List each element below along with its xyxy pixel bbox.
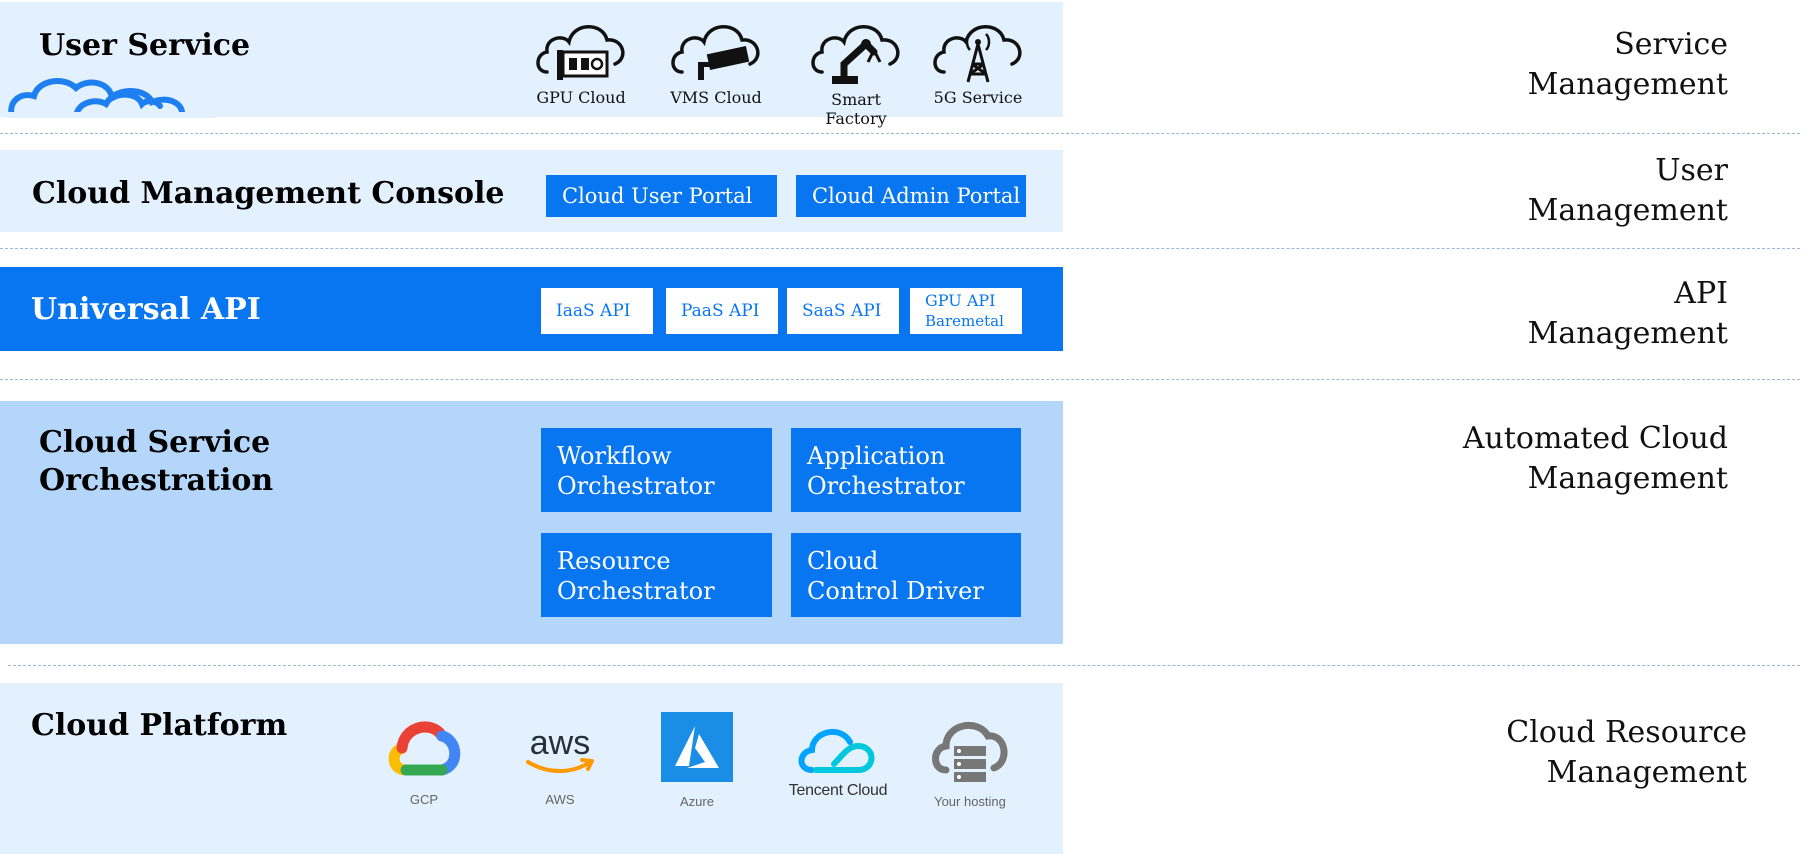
service-management-label: Service Management — [1527, 27, 1728, 102]
provider-your-hosting[interactable]: Your hosting — [922, 712, 1018, 809]
orchestration-title: Cloud Service Orchestration — [39, 425, 274, 498]
provider-label: Tencent Cloud — [788, 782, 888, 799]
automated-cloud-management-label: Automated Cloud Management — [1462, 421, 1728, 496]
tencent-cloud-logo — [798, 729, 875, 773]
service-label: 5G Service — [933, 88, 1023, 107]
layer-divider — [0, 379, 1800, 380]
cloud-resource-management-label: Cloud Resource Management — [1506, 715, 1747, 790]
provider-aws[interactable]: aws AWS — [516, 716, 604, 807]
azure-logo — [661, 712, 733, 782]
svg-text:aws: aws — [530, 724, 590, 762]
layer-divider — [8, 665, 1800, 666]
provider-label: GCP — [409, 792, 439, 807]
api-management-label: API Management — [1527, 276, 1728, 351]
cloud-user-portal-button[interactable]: Cloud User Portal — [546, 175, 777, 217]
service-5g[interactable]: 5G Service — [930, 14, 1026, 107]
layer-divider — [0, 248, 1800, 249]
workflow-orchestrator-box[interactable]: Workflow Orchestrator — [541, 428, 772, 512]
service-label: Smart Factory — [825, 90, 887, 128]
antenna-tower-cloud-icon — [933, 25, 1022, 83]
user-service-title: User Service — [39, 28, 251, 63]
provider-gcp[interactable]: GCP — [383, 716, 465, 807]
user-management-label: User Management — [1527, 153, 1728, 228]
gpu-cloud-icon — [536, 25, 625, 80]
user-service-band — [0, 2, 1063, 117]
provider-azure[interactable]: Azure — [659, 712, 735, 809]
service-label: VMS Cloud — [670, 88, 762, 107]
service-smart-factory[interactable]: Smart Factory — [802, 14, 910, 128]
gpu-api-box[interactable]: GPU API Baremetal — [910, 288, 1022, 334]
layer-divider — [0, 133, 1800, 134]
decorative-clouds-icon — [6, 78, 216, 118]
application-orchestrator-box[interactable]: Application Orchestrator — [791, 428, 1021, 512]
aws-logo: aws — [526, 724, 594, 773]
platform-title: Cloud Platform — [31, 708, 288, 743]
service-label: GPU Cloud — [536, 88, 626, 107]
console-title: Cloud Management Console — [32, 176, 505, 211]
cctv-cloud-icon — [671, 25, 760, 80]
iaas-api-box[interactable]: IaaS API — [541, 288, 653, 334]
cloud-admin-portal-button[interactable]: Cloud Admin Portal — [796, 175, 1026, 217]
service-gpu-cloud[interactable]: GPU Cloud — [533, 14, 629, 107]
provider-label: AWS — [545, 792, 575, 807]
gpu-api-label: GPU API — [925, 291, 996, 310]
paas-api-box[interactable]: PaaS API — [666, 288, 778, 334]
provider-label: Your hosting — [934, 794, 1006, 809]
gpu-api-sublabel: Baremetal — [925, 312, 1004, 330]
robot-arm-cloud-icon — [811, 25, 900, 84]
provider-tencent[interactable]: Tencent Cloud — [783, 724, 893, 800]
server-cloud-icon — [932, 722, 1008, 782]
cloud-control-driver-box[interactable]: Cloud Control Driver — [791, 533, 1021, 617]
saas-api-box[interactable]: SaaS API — [787, 288, 899, 334]
provider-label: Azure — [680, 794, 714, 809]
platform-band — [0, 683, 1063, 854]
service-vms-cloud[interactable]: VMS Cloud — [668, 14, 764, 107]
resource-orchestrator-box[interactable]: Resource Orchestrator — [541, 533, 772, 617]
gcp-logo — [388, 721, 461, 776]
api-title: Universal API — [31, 292, 261, 327]
